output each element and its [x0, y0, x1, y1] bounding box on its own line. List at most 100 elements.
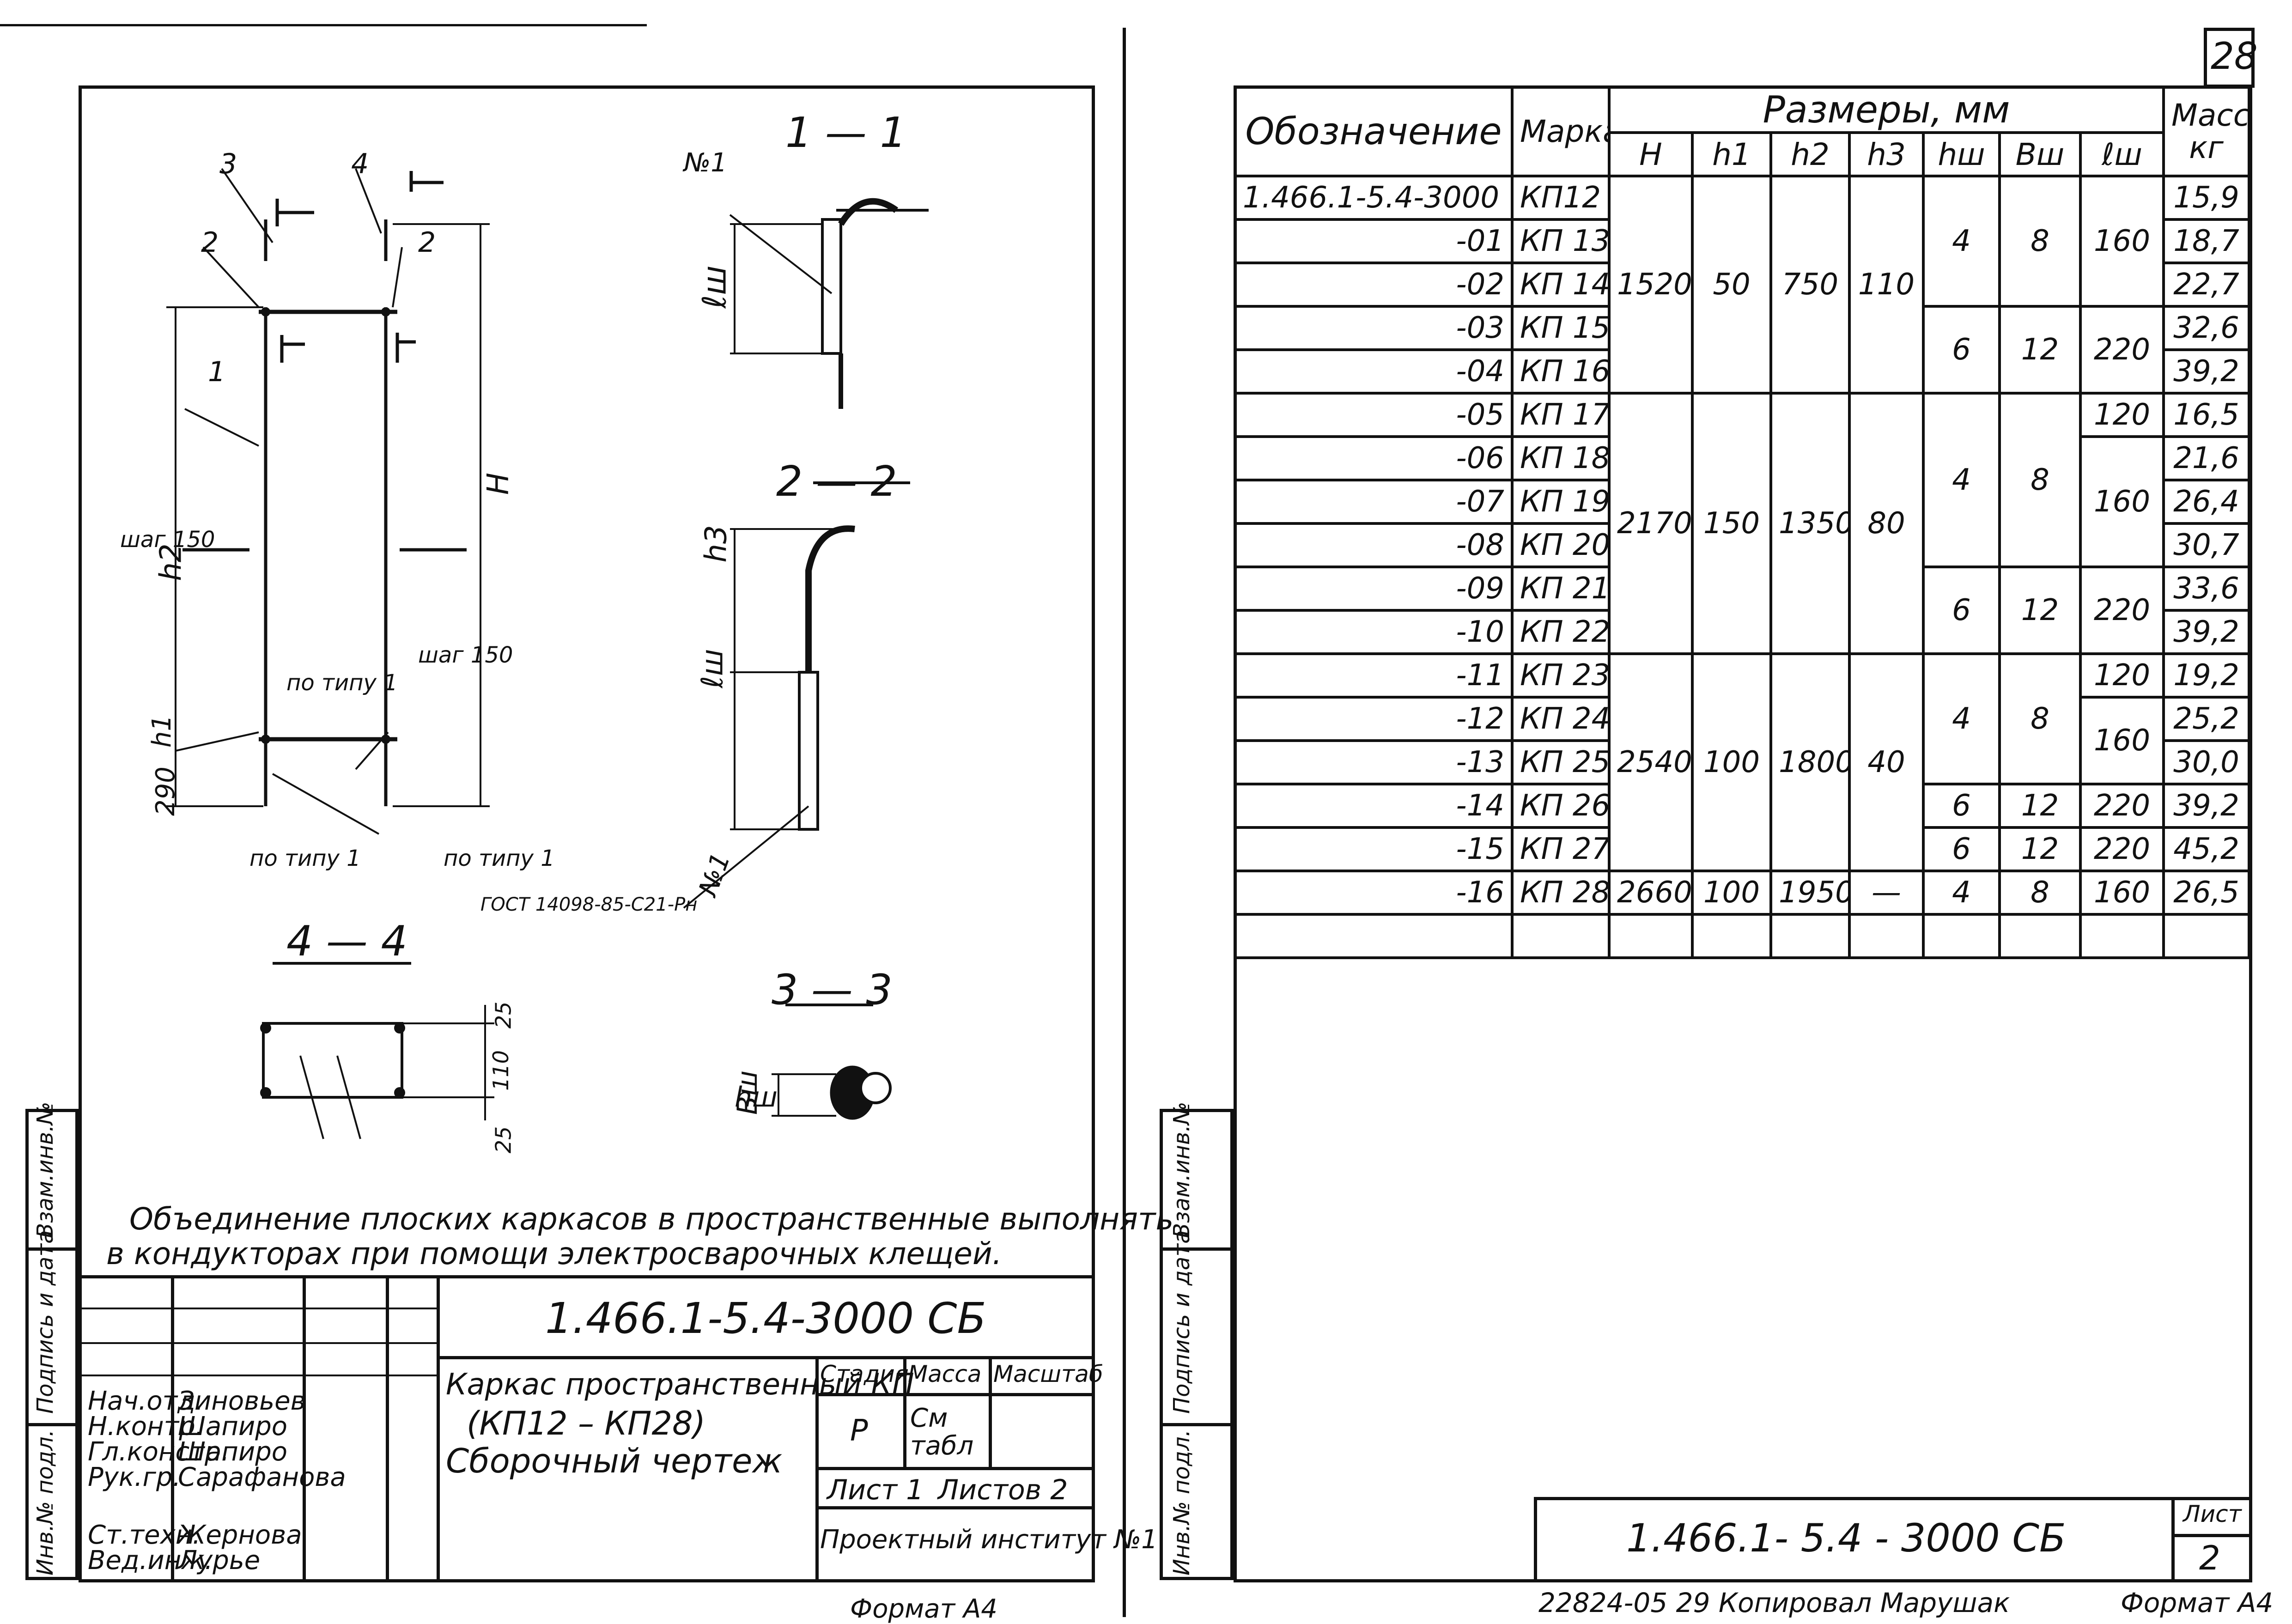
hdr-lsh: ℓш	[2079, 131, 2165, 177]
stamp-name: Лурье	[178, 1545, 261, 1575]
table-row: -03 КП 15 6 12 220 32,6	[1234, 305, 2251, 395]
step-label: шаг 150	[418, 642, 513, 668]
sheet-no: Лист 1	[827, 1474, 924, 1506]
dim-290: 290	[150, 766, 181, 816]
right-sheet-label: Лист	[2183, 1501, 2242, 1527]
table-row: -01 КП 13 18,7	[1234, 218, 2251, 264]
assembly-drawing	[166, 168, 929, 1139]
table-row: 1.466.1-5.4-3000 КП12 1520 50 750 110 4 …	[1234, 175, 2251, 395]
right-format: Формат А4	[2121, 1587, 2274, 1618]
margin-divider	[25, 1423, 79, 1426]
tb-line	[437, 1356, 1095, 1359]
hdr-hsh: hш	[1922, 131, 2001, 177]
callout-1: 1	[208, 356, 226, 388]
table-row: -06 КП 18 160 21,6	[1234, 435, 2251, 568]
org-name: Проектный институт №1	[820, 1525, 1158, 1555]
dim-h1: h1	[147, 714, 177, 748]
table-row: -02 КП 14 22,7	[1234, 262, 2251, 308]
stamp-name: Зиновьев	[178, 1386, 306, 1416]
stamp-role: Вед.инж.	[88, 1545, 213, 1575]
section-4-4-title: 4 — 4	[286, 917, 407, 966]
tb-line	[79, 1342, 437, 1344]
callout-3: 3	[219, 148, 237, 180]
margin-label-sign: Подпись и дата	[1169, 1230, 1195, 1414]
callout-2: 2	[418, 226, 436, 259]
stamp-role: Рук.гр.	[88, 1462, 181, 1492]
copy-note: 22824-05 29 Копировал Марушак	[1538, 1587, 2010, 1618]
table-row: -04 КП 16 39,2	[1234, 348, 2251, 395]
table-row: -05 КП 17 2170 150 1350 80 4 8 120 16,5	[1234, 392, 2251, 655]
title-block	[79, 1275, 1095, 1582]
tb-line	[171, 1275, 174, 1582]
table-row: -11 КП 23 2540 100 1800 40 4 8 120 19,2	[1234, 652, 2251, 872]
sheets-total: Листов 2	[938, 1474, 1068, 1506]
step-label: шаг 150	[120, 527, 215, 553]
tb-line	[989, 1356, 992, 1467]
type-note: по типу 1	[249, 845, 361, 871]
callout-2: 2	[201, 226, 219, 259]
left-margin-strip	[25, 1109, 79, 1580]
margin-label-inv: Инв.№ подл.	[32, 1429, 58, 1575]
tb-line	[815, 1393, 1095, 1396]
tb-line	[903, 1356, 906, 1467]
section-1-1-title: 1 — 1	[785, 109, 906, 157]
dim-h3: h3	[699, 525, 734, 563]
dim-lsh: ℓш	[695, 265, 734, 309]
table-row: -12 КП 24 160 25,2	[1234, 696, 2251, 785]
sheet-separator	[1123, 28, 1126, 1617]
hdr-designation: Обозначение	[1234, 85, 1514, 177]
margin-label-sign: Подпись и дата	[32, 1230, 58, 1414]
note-line-1: Объединение плоских каркасов в пространс…	[129, 1201, 1174, 1237]
doc-title-line2: (КП12 – КП28)	[467, 1405, 705, 1442]
stage-value: Р	[850, 1414, 868, 1448]
type-note: по типу 1	[444, 845, 555, 871]
spec-table: Обозначение Марка Размеры, мм Масса, кг …	[1234, 85, 2251, 959]
stamp-role: Ст.техн.	[88, 1520, 201, 1550]
page-number: 28	[2211, 35, 2258, 78]
left-sheet-code: 1.466.1-5.4-3000 СБ	[545, 1294, 986, 1343]
tb-line	[303, 1275, 306, 1582]
right-margin-strip	[1160, 1109, 1234, 1580]
tb-line	[437, 1275, 440, 1582]
callout-4: 4	[351, 148, 369, 180]
table-row-empty	[1234, 913, 2251, 959]
hdr-dimensions: Размеры, мм	[1607, 85, 2165, 134]
doc-title-line1: Каркас пространственный КП	[446, 1368, 914, 1402]
table-row: -13 КП 25 30,0	[1234, 739, 2251, 785]
hdr-bsh: Bш	[1998, 131, 2082, 177]
stamp-role: Н.контр.	[88, 1411, 204, 1442]
dim-25b: 25	[491, 1126, 516, 1154]
dim-lsh-2: ℓш	[695, 649, 730, 688]
right-sheet-number: 2	[2199, 1539, 2220, 1577]
tb-line	[815, 1506, 1095, 1509]
tb-line	[2171, 1534, 2252, 1537]
col-scale: Масштаб	[993, 1361, 1103, 1387]
tb-line	[2171, 1497, 2175, 1582]
margin-divider	[25, 1247, 79, 1251]
right-title-block	[1534, 1497, 2252, 1582]
margin-divider	[1160, 1247, 1234, 1251]
mass-value: См табл	[910, 1403, 974, 1461]
table-row: -08 КП 20 30,7	[1234, 522, 2251, 568]
dim-H: H	[481, 472, 516, 495]
dim-h2: h2	[154, 543, 188, 581]
col-stage: Стадия	[820, 1361, 909, 1387]
stamp-name: Шапиро	[178, 1437, 288, 1467]
table-row: -10 КП 22 39,2	[1234, 609, 2251, 655]
tb-line	[79, 1375, 437, 1376]
table-row: -16 КП 28 2660 100 1950 — 4 8 160 26,5	[1234, 870, 2251, 916]
note-line-2: в кондукторах при помощи электросварочны…	[106, 1236, 1002, 1271]
tb-line	[386, 1275, 389, 1582]
hdr-mark: Марка	[1511, 85, 1611, 177]
margin-label-vzam: Взам.инв.№	[1169, 1101, 1195, 1238]
dim-hsh: hш	[735, 1081, 778, 1113]
table-row: -14 КП 26 6 12 220 39,2	[1234, 783, 2251, 829]
tb-line	[79, 1308, 437, 1309]
top-edge-line	[0, 24, 647, 26]
dim-25: 25	[491, 1001, 516, 1029]
left-format: Формат А4	[850, 1594, 997, 1624]
hdr-h1: h1	[1691, 131, 1772, 177]
doc-title-line3: Сборочный чертеж	[446, 1442, 783, 1480]
margin-divider	[1160, 1423, 1234, 1426]
